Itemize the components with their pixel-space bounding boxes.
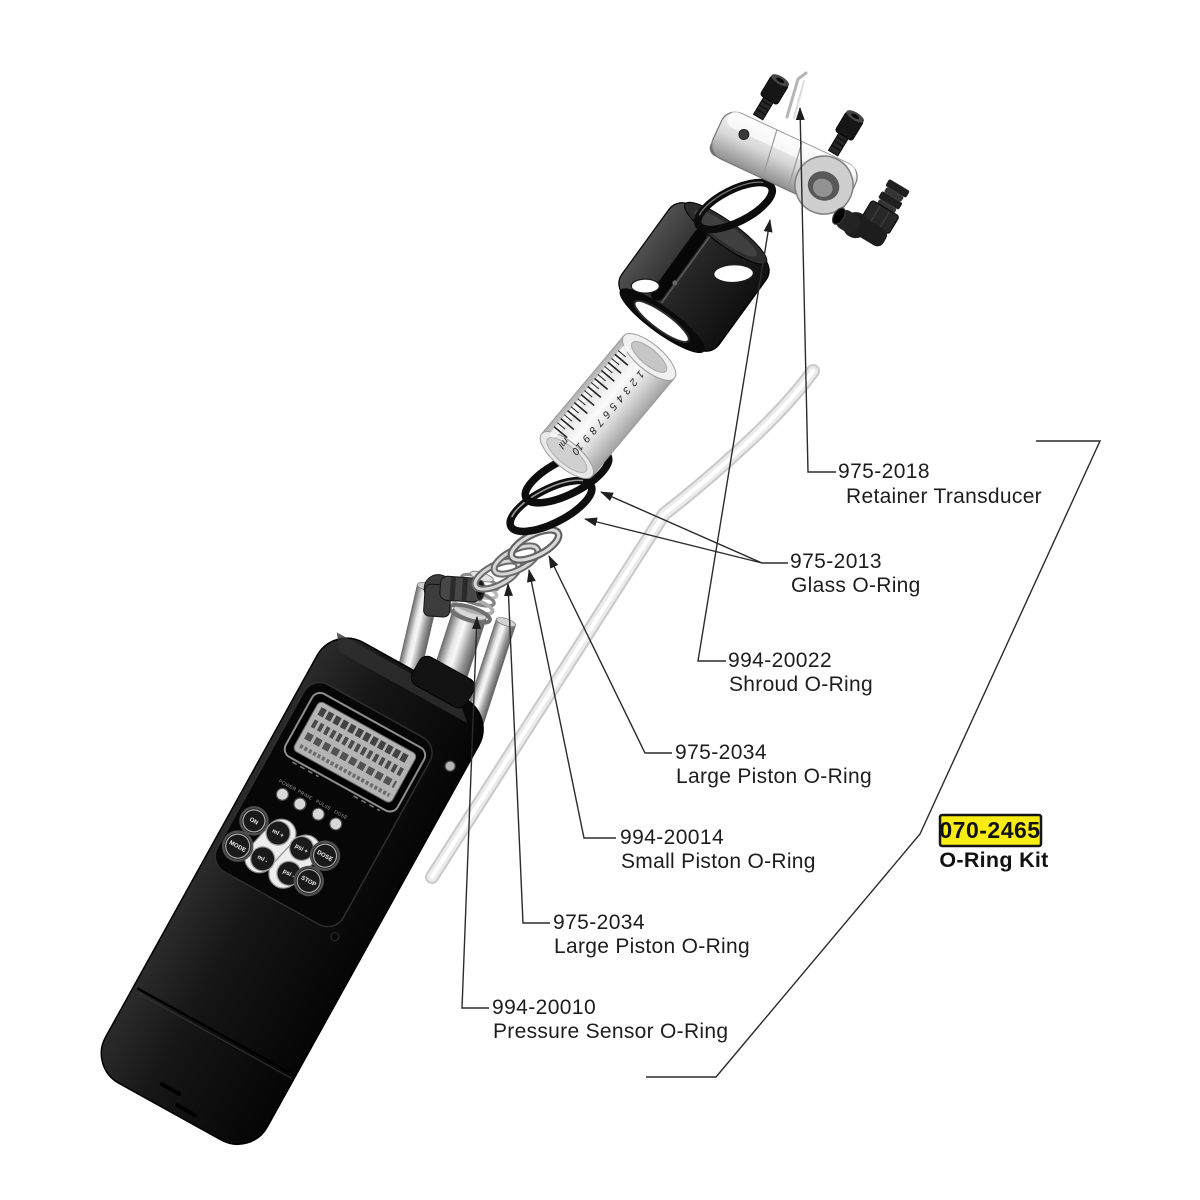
callout-retainer-transducer: 975-2018 Retainer Transducer [838, 460, 1042, 508]
on-button-ring[interactable] [239, 806, 269, 836]
callout-large-piston-o-ring-1: 975-2034 Large Piston O-Ring [675, 741, 872, 788]
pulse-led [311, 807, 325, 821]
shroud-dimple [672, 280, 678, 286]
shroud-lower-cutout [630, 278, 660, 294]
part-name: Large Piston O-Ring [676, 765, 872, 788]
shroud-bottom-opening [633, 299, 690, 344]
shroud-slot [650, 228, 707, 301]
part-number: 975-2034 [553, 911, 645, 934]
dose-button-ring[interactable] [309, 840, 340, 871]
side-port-dot [330, 932, 340, 942]
power-led [275, 787, 290, 801]
callout-pressure-sensor-o-ring: 994-20010 Pressure Sensor O-Ring [492, 996, 728, 1043]
kit-highlight-box [938, 813, 1043, 848]
part-number: 975-2013 [790, 550, 882, 573]
callout-large-piston-o-ring-2: 975-2034 Large Piston O-Ring [553, 911, 750, 958]
psi-minus-label: psi - [282, 869, 296, 880]
leader-retainer-transducer [795, 107, 836, 473]
leader-small-piston-o-ring [527, 569, 616, 839]
dowel-pin [785, 71, 808, 119]
part-name: Small Piston O-Ring [621, 850, 816, 873]
top-collar [410, 655, 476, 709]
retainer-screw-hole [738, 128, 750, 140]
on-button-label: ON [248, 817, 259, 827]
side-screw [444, 760, 456, 772]
leader-large-piston-o-ring-2 [504, 583, 550, 924]
part-name: Pressure Sensor O-Ring [493, 1020, 728, 1043]
shroud-o-ring [694, 178, 776, 234]
lcd-display [283, 691, 427, 813]
keypad: ON MODE ml + ml - psi + psi - DOSE STOP [221, 806, 341, 897]
part-number: 994-20010 [492, 996, 596, 1019]
ml-minus-label: ml - [256, 855, 268, 865]
leader-glass-o-ring-lower [584, 517, 763, 564]
part-number: 975-2018 [838, 460, 930, 483]
ml-plus-label: ml + [271, 828, 285, 839]
ml-minus-button[interactable] [246, 843, 279, 876]
retainer-transducer [709, 111, 858, 215]
syringe-graduations [553, 350, 629, 439]
callout-shroud-o-ring: 994-20022 Shroud O-Ring [728, 649, 873, 696]
part-number: 975-2034 [675, 741, 767, 764]
callout-glass-o-ring: 975-2013 Glass O-Ring [790, 550, 921, 597]
battery-cap-seam-highlight [135, 991, 292, 1079]
callout-small-piston-o-ring: 994-20014 Small Piston O-Ring [620, 826, 816, 873]
leader-lines [461, 107, 836, 1009]
cap-screw-right [827, 110, 865, 157]
ml-plus-button[interactable] [262, 817, 295, 850]
dose-led [329, 817, 343, 831]
handheld-pump-device: POWER PRIME PULSE DOSE ON MODE ml + ml -… [100, 570, 516, 1145]
device-top-face [336, 632, 468, 723]
stop-button-ring[interactable] [293, 865, 324, 896]
leader-glass-o-ring-upper [600, 491, 788, 564]
kit-bracket-line [646, 440, 1102, 1078]
leader-large-piston-o-ring-1 [548, 555, 672, 754]
elbow-hose-barb [831, 179, 910, 247]
shroud [618, 201, 770, 354]
part-number: 994-20014 [620, 826, 724, 849]
prime-led [293, 797, 307, 811]
clear-tubing [425, 364, 820, 884]
o-ring-kit-label: 070-2465 O-Ring Kit [938, 813, 1048, 872]
battery-cap-seam [136, 987, 294, 1076]
mode-button-ring[interactable] [221, 830, 254, 863]
part-name: Shroud O-Ring [729, 673, 873, 696]
part-name: Glass O-Ring [791, 574, 921, 597]
leader-shroud-o-ring [697, 219, 773, 662]
kit-name: O-Ring Kit [939, 848, 1048, 872]
kit-part-number: 070-2465 [939, 817, 1040, 843]
glass-syringe: 1 2 3 4 5 6 7 8 9 10 ml [539, 333, 677, 479]
part-name: Retainer Transducer [846, 485, 1042, 508]
cap-screw-left [752, 74, 790, 121]
glass-highlight [550, 345, 629, 438]
leader-pressure-sensor-o-ring [461, 616, 489, 1009]
part-number: 994-20022 [728, 649, 832, 672]
part-name: Large Piston O-Ring [554, 935, 750, 958]
shroud-window-cutout [712, 263, 755, 284]
large-piston-o-ring-top [507, 526, 563, 564]
bottom-vent-slots [159, 1082, 197, 1118]
